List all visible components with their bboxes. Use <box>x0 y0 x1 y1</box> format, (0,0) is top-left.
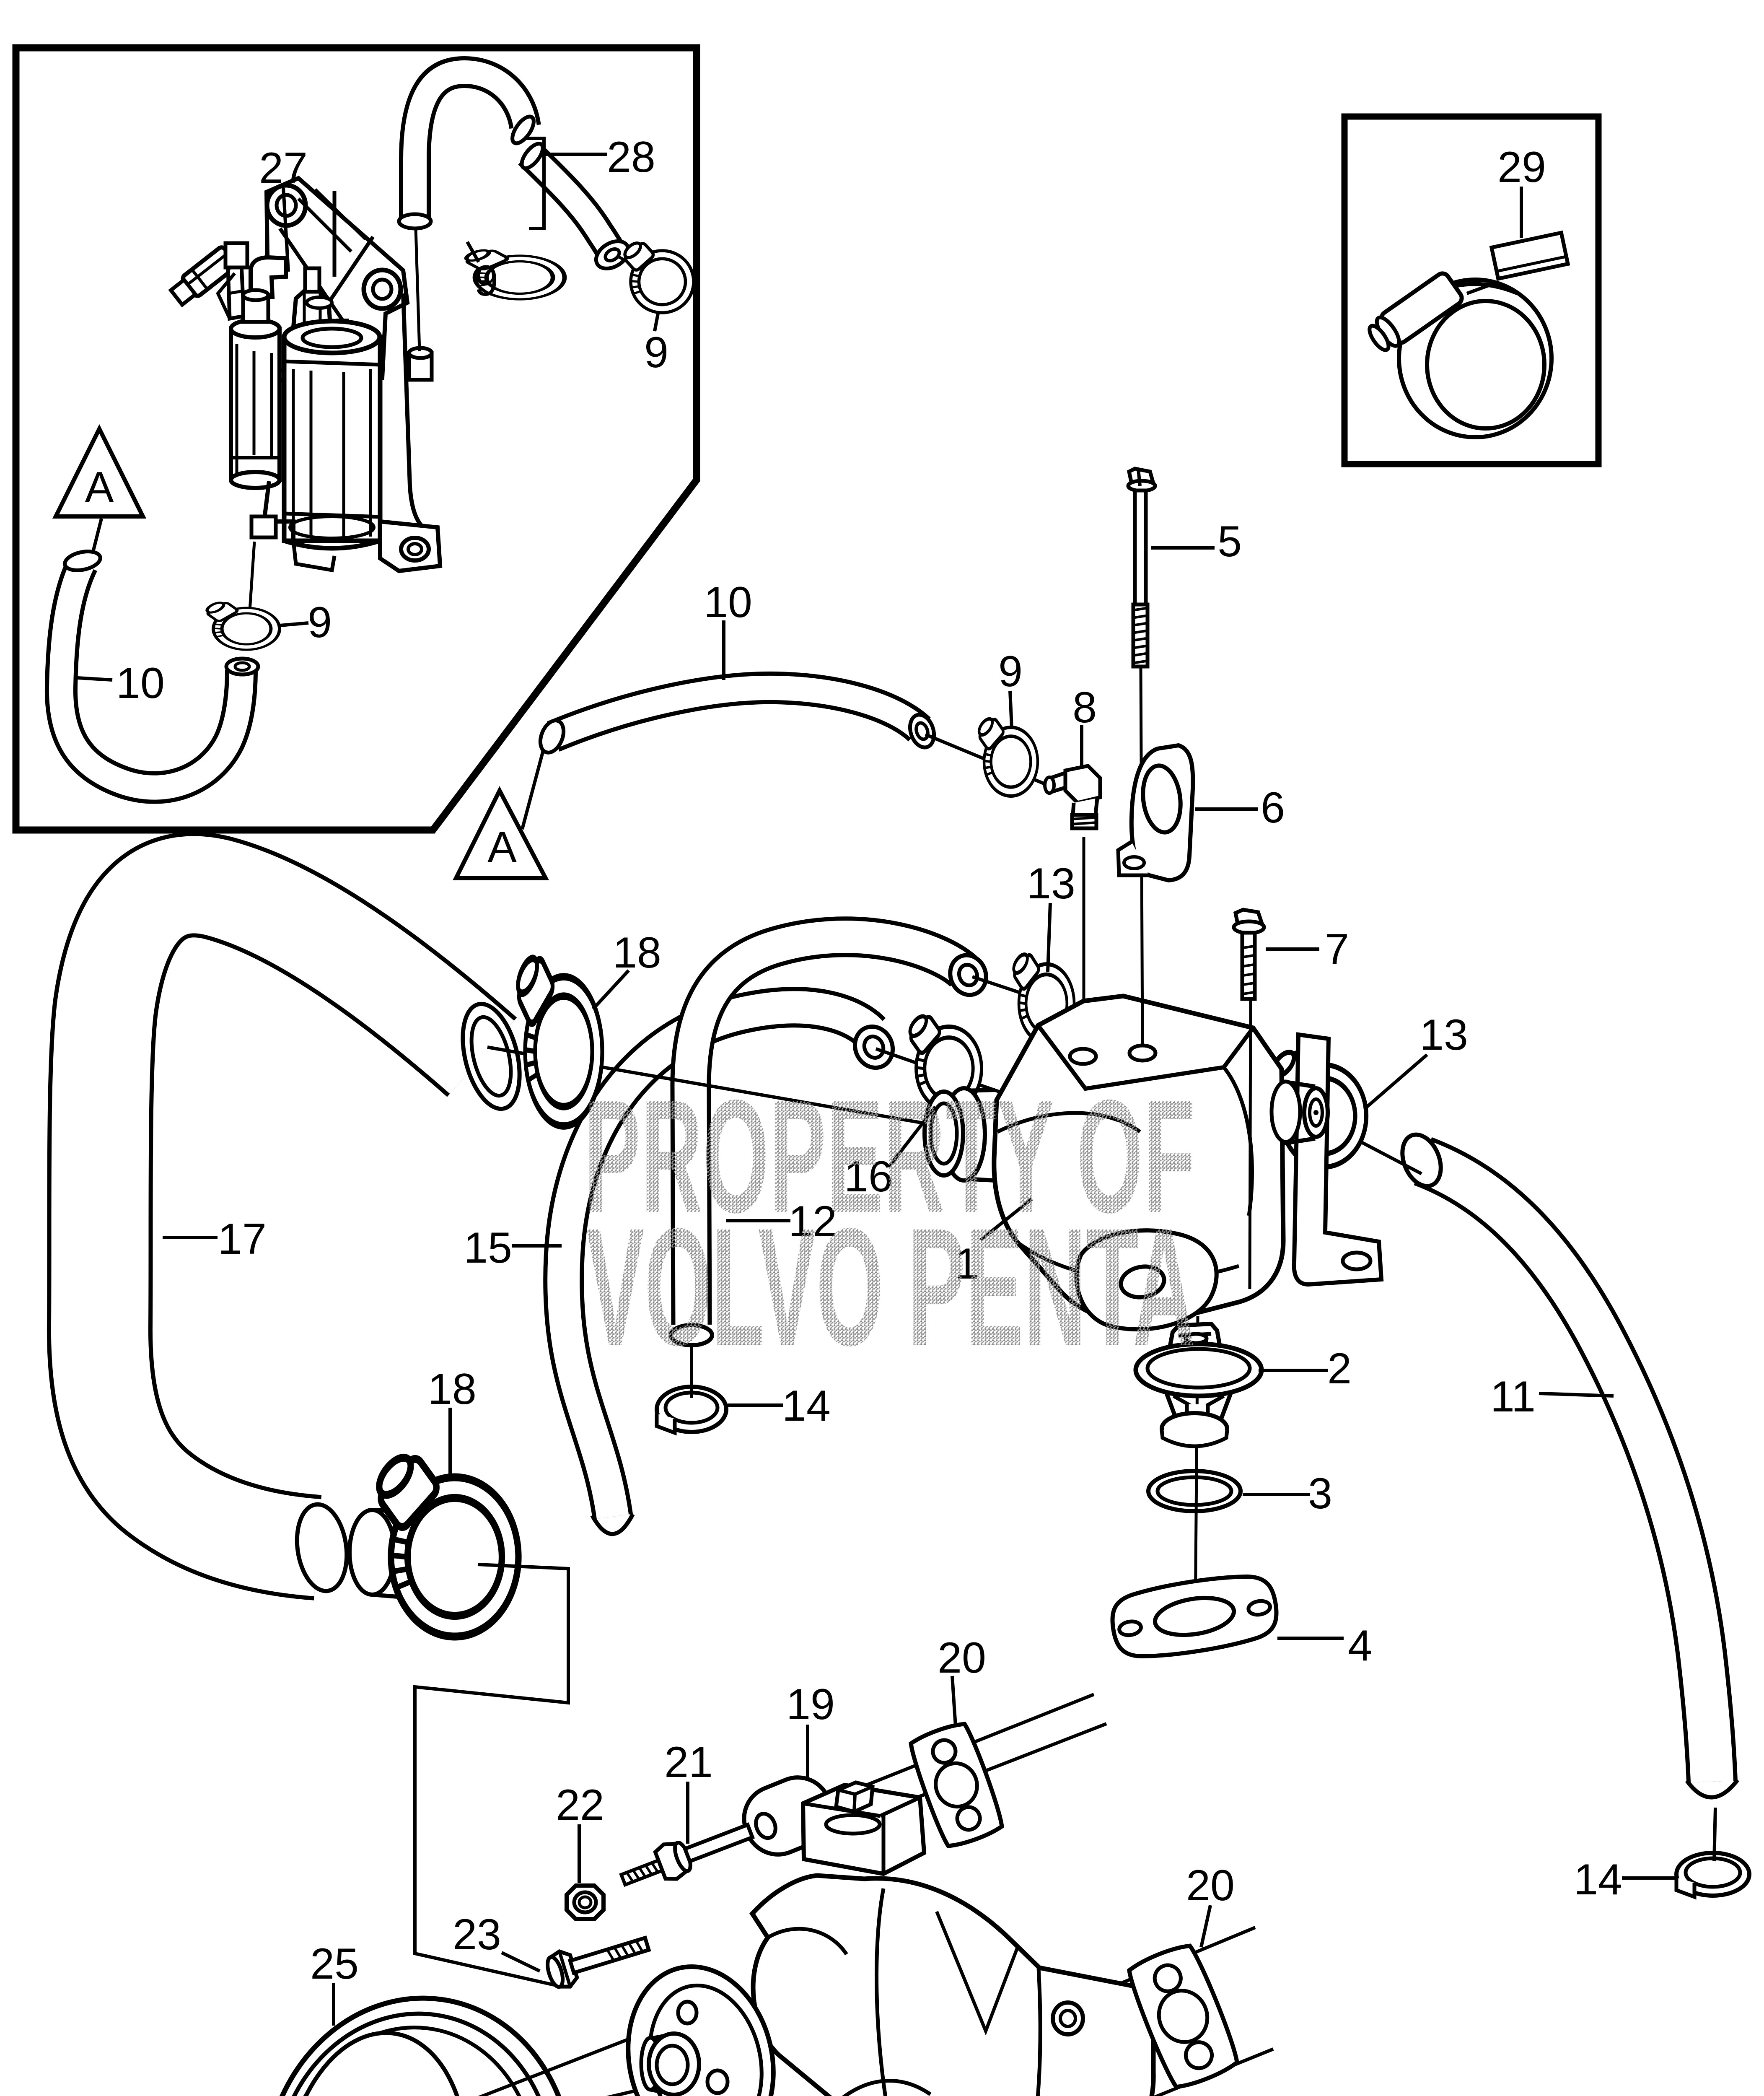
svg-text:1: 1 <box>955 1240 979 1288</box>
svg-text:27: 27 <box>259 144 308 192</box>
svg-text:3: 3 <box>1308 1469 1332 1518</box>
svg-text:10: 10 <box>116 659 165 708</box>
svg-text:19: 19 <box>786 1680 835 1729</box>
svg-text:13: 13 <box>1419 1011 1468 1059</box>
svg-text:18: 18 <box>613 929 661 977</box>
svg-text:14: 14 <box>782 1382 831 1430</box>
svg-text:20: 20 <box>1186 1861 1235 1910</box>
svg-text:9: 9 <box>998 647 1023 696</box>
svg-text:18: 18 <box>428 1365 477 1414</box>
svg-text:12: 12 <box>788 1197 837 1246</box>
svg-text:20: 20 <box>938 1634 986 1682</box>
svg-text:A: A <box>85 463 114 512</box>
svg-text:13: 13 <box>1027 859 1075 908</box>
svg-text:9: 9 <box>474 257 498 305</box>
svg-text:17: 17 <box>218 1215 267 1263</box>
svg-text:7: 7 <box>1325 925 1349 974</box>
svg-text:29: 29 <box>1497 143 1546 192</box>
svg-text:PROPERTY OF: PROPERTY OF <box>584 1066 1195 1246</box>
svg-text:28: 28 <box>607 133 655 182</box>
svg-text:10: 10 <box>704 578 752 627</box>
svg-text:4: 4 <box>1348 1621 1372 1670</box>
svg-text:15: 15 <box>464 1224 512 1272</box>
svg-text:21: 21 <box>664 1738 713 1787</box>
svg-text:22: 22 <box>556 1781 604 1829</box>
svg-text:9: 9 <box>308 598 332 647</box>
svg-text:25: 25 <box>310 1940 359 1988</box>
svg-text:11: 11 <box>1490 1372 1536 1421</box>
svg-text:8: 8 <box>1072 683 1097 732</box>
svg-text:A: A <box>487 823 517 872</box>
svg-text:9: 9 <box>644 328 668 377</box>
svg-text:6: 6 <box>1261 783 1285 832</box>
svg-text:16: 16 <box>844 1152 893 1201</box>
svg-text:5: 5 <box>1217 517 1242 566</box>
svg-text:14: 14 <box>1574 1855 1622 1904</box>
svg-text:VOLVO PENTA: VOLVO PENTA <box>586 1193 1195 1380</box>
svg-text:23: 23 <box>453 1910 501 1959</box>
svg-text:2: 2 <box>1327 1344 1352 1393</box>
